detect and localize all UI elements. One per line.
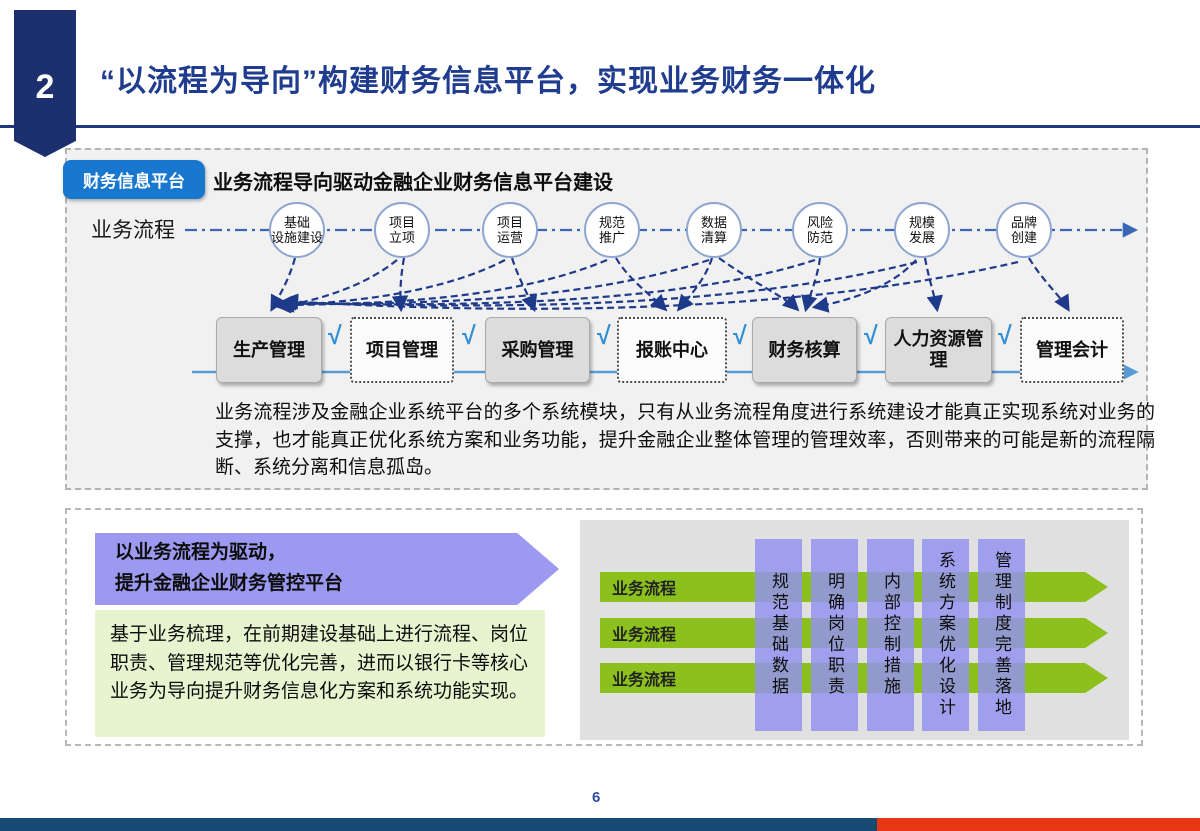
title-divider (0, 125, 1200, 128)
check-icon: √ (733, 322, 747, 350)
process-platform-panel: 财务信息平台 业务流程导向驱动金融企业财务信息平台建设 业务流程 基础设施建设 … (63, 148, 1155, 490)
flow-node-project-operation: 项目运营 (482, 202, 538, 258)
panel-heading: 业务流程导向驱动金融企业财务信息平台建设 (213, 172, 613, 194)
module-project-mgmt: 项目管理 (350, 317, 454, 383)
check-icon: √ (462, 322, 476, 350)
flow-node-brand-creation: 品牌创建 (996, 202, 1052, 258)
pillar-clarify-job-duties: 明确岗位职责 (811, 539, 858, 731)
module-hr-mgmt: 人力资源管理 (885, 317, 992, 383)
check-icon: √ (864, 322, 878, 350)
module-mgmt-accounting: 管理会计 (1020, 317, 1124, 383)
process-pillar-matrix: 业务流程 业务流程 业务流程 规范基础数据 明确岗位职责 内部控制措施 系统方案… (580, 520, 1129, 740)
panel-description: 业务流程涉及金融企业系统平台的多个系统模块，只有从业务流程角度进行系统建设才能真… (215, 402, 1155, 478)
summary-note: 基于业务梳理，在前期建设基础上进行流程、岗位职责、管理规范等优化完善，进而以银行… (95, 610, 545, 737)
module-expense-center: 报账中心 (617, 317, 727, 383)
pillar-standardize-base-data: 规范基础数据 (755, 539, 802, 731)
flow-node-data-clearing: 数据清算 (686, 202, 742, 258)
banner-line-1: 以业务流程为驱动， (115, 542, 287, 563)
platform-upgrade-panel: 以业务流程为驱动， 提升金融企业财务管控平台 基于业务梳理，在前期建设基础上进行… (65, 508, 1143, 746)
footer-bar-navy (0, 818, 877, 831)
check-icon: √ (328, 322, 342, 350)
flow-node-standard-promotion: 规范推广 (584, 202, 640, 258)
page-title: “以流程为导向”构建财务信息平台，实现业务财务一体化 (100, 65, 876, 98)
pillar-mgmt-system-landing: 管理制度完善落地 (978, 539, 1025, 731)
pillar-system-optimization: 系统方案优化设计 (922, 539, 969, 731)
flow-node-scale-development: 规模发展 (894, 202, 950, 258)
connector-curves (270, 257, 1070, 314)
business-flow-label: 业务流程 (91, 219, 175, 242)
check-icon: √ (597, 322, 611, 350)
module-production-mgmt: 生产管理 (216, 317, 322, 383)
slide-number-badge: 2 (14, 10, 76, 157)
footer-bar-red (877, 818, 1200, 831)
banner-line-2: 提升金融企业财务管控平台 (115, 573, 344, 594)
pillar-internal-controls: 内部控制措施 (867, 539, 914, 731)
module-procurement-mgmt: 采购管理 (485, 317, 590, 383)
flow-node-risk-prevention: 风险防范 (792, 202, 848, 258)
module-financial-accounting: 财务核算 (752, 317, 857, 383)
page-number: 6 (592, 789, 601, 806)
drive-banner: 以业务流程为驱动， 提升金融企业财务管控平台 (95, 533, 559, 605)
flow-node-infrastructure: 基础设施建设 (269, 202, 325, 258)
panel-tab-label[interactable]: 财务信息平台 (63, 160, 205, 199)
check-icon: √ (998, 322, 1012, 350)
flow-node-project-initiation: 项目立项 (374, 202, 430, 258)
